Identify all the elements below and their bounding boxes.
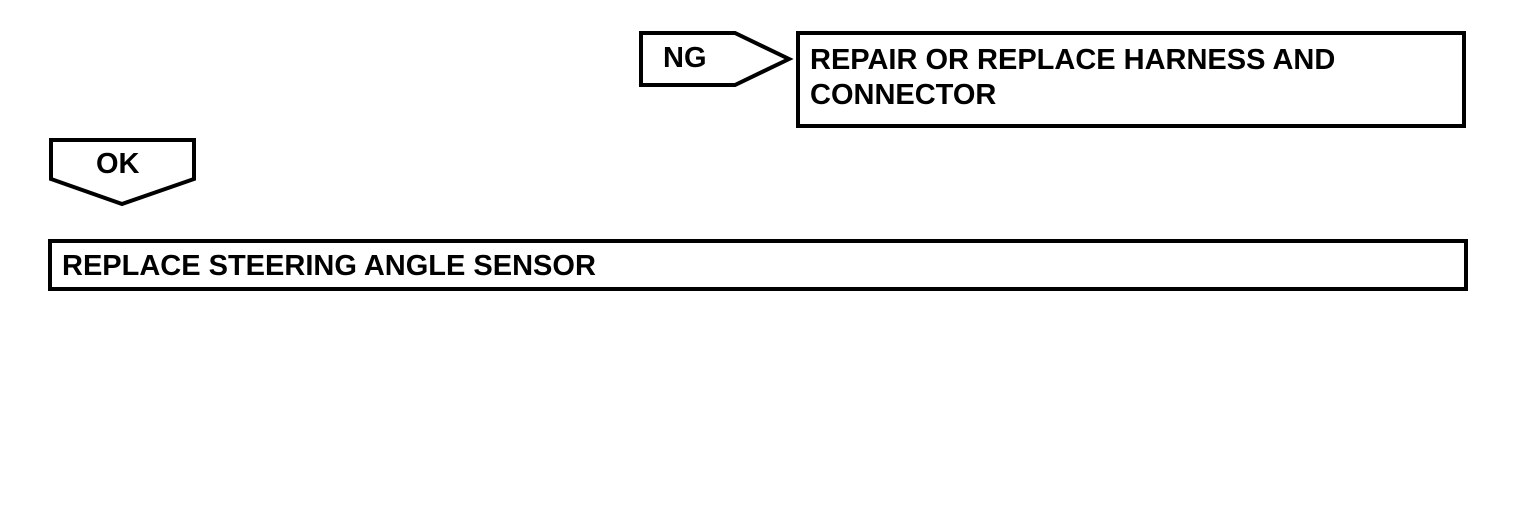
box-replace-steering-angle-sensor[interactable]: REPLACE STEERING ANGLE SENSOR [48,239,1468,291]
ng-arrow-icon [639,31,794,87]
ok-arrow-icon [49,138,196,207]
connector-ok-label: OK [96,148,140,180]
connector-ng-arrow: NG [639,31,794,87]
connector-ng-label: NG [663,42,707,74]
box-replace-sensor-text: REPLACE STEERING ANGLE SENSOR [62,250,596,282]
box-repair-harness-text: REPAIR OR REPLACE HARNESS AND CONNECTOR [810,44,1336,111]
box-repair-or-replace-harness-and-connector[interactable]: REPAIR OR REPLACE HARNESS AND CONNECTOR [796,31,1466,128]
connector-ok-arrow: OK [49,138,196,207]
